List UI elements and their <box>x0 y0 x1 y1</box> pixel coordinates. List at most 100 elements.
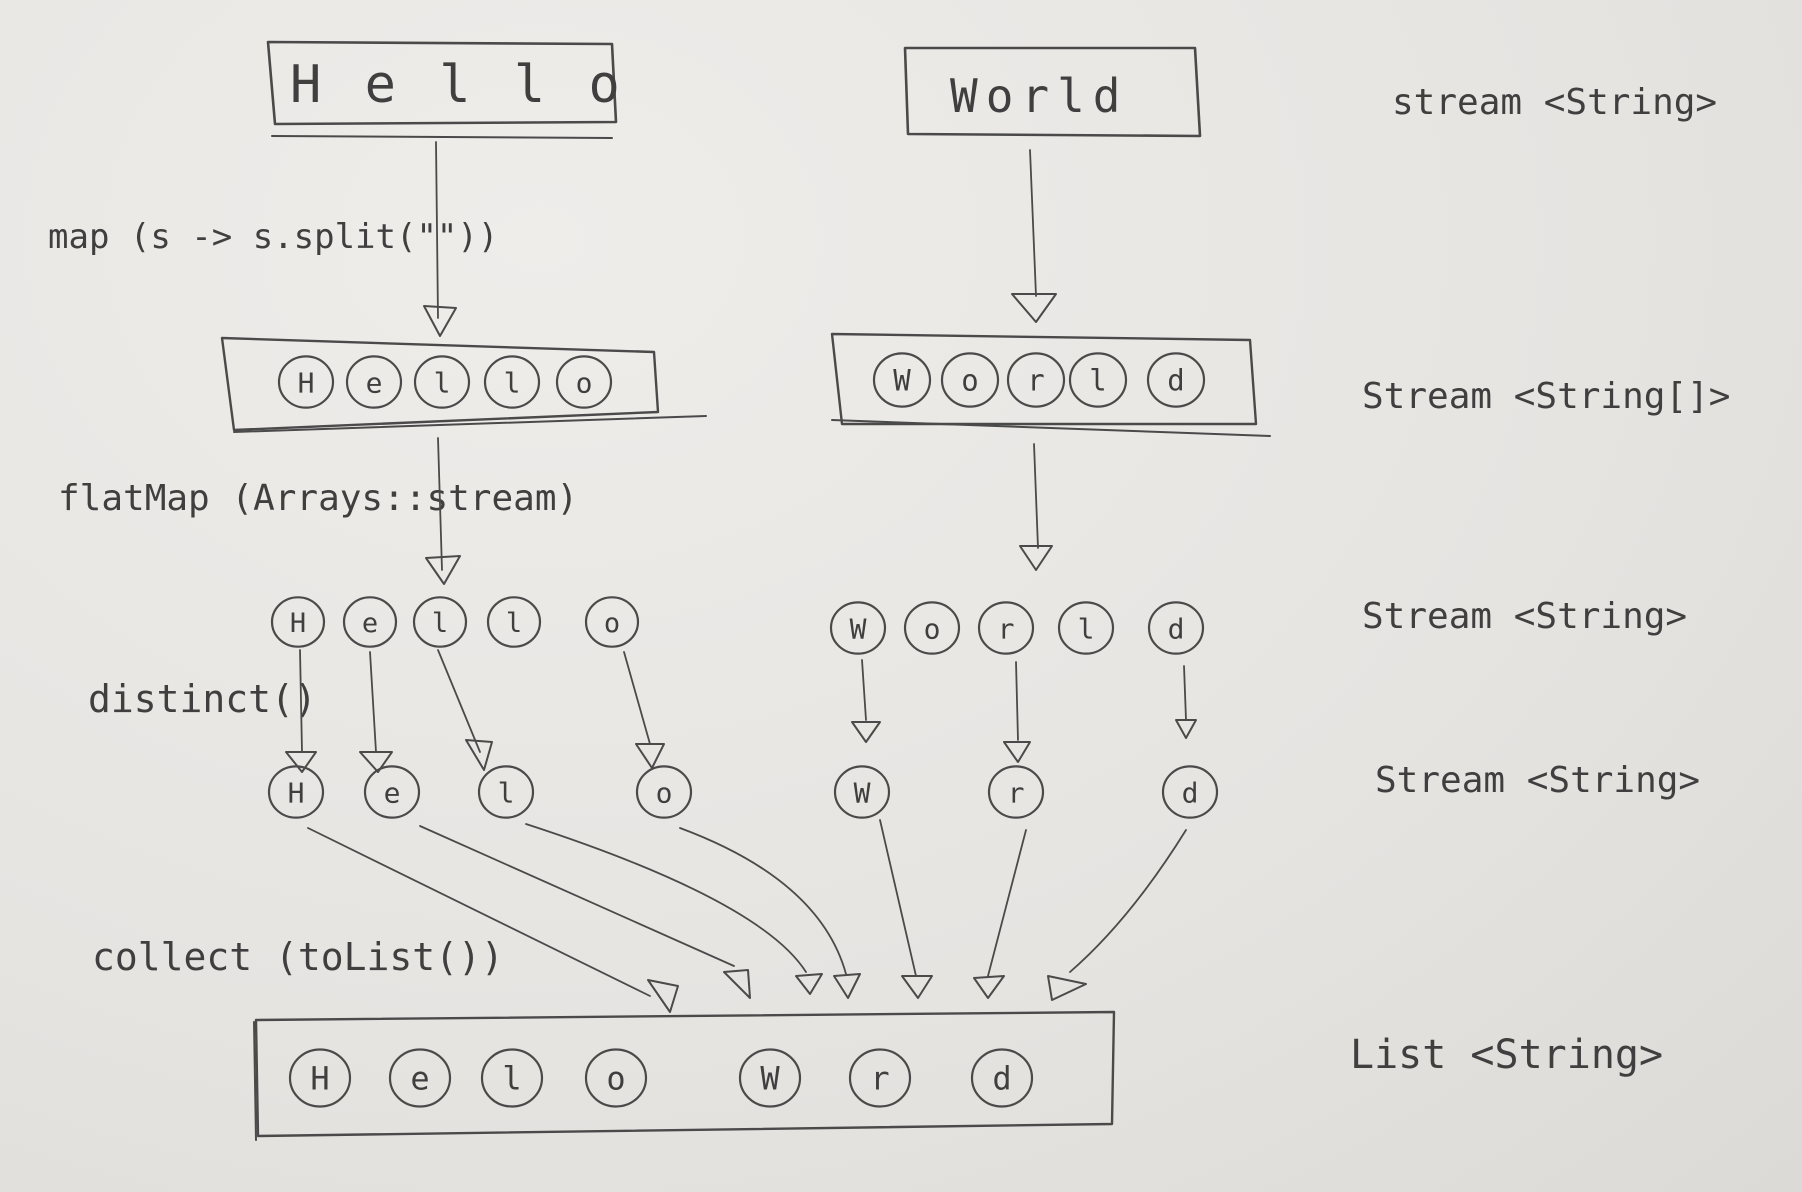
distinct-item: o <box>635 765 693 819</box>
result-letter: H <box>310 1059 329 1097</box>
result-letter: e <box>410 1059 429 1097</box>
result-circle <box>288 1048 352 1108</box>
collect-arrows <box>307 819 1187 1013</box>
distinct-letter: H <box>288 776 305 809</box>
world-flat-item: W <box>829 601 887 655</box>
hello-flat-circle <box>270 596 326 648</box>
hello-array-circle <box>413 355 471 409</box>
world-flat-circle <box>829 601 887 655</box>
hello-flat-circle <box>412 596 468 648</box>
result-item: e <box>388 1048 452 1108</box>
world-array-circle <box>1146 352 1206 408</box>
world-array-circle <box>872 352 932 408</box>
world-array-box <box>830 332 1258 426</box>
op-label-distinct: distinct() <box>88 677 317 721</box>
hello-word-box: H e l l o <box>266 40 626 139</box>
distinct-letter: e <box>384 776 401 809</box>
hello-array-item: l <box>483 355 541 409</box>
result-letter: l <box>502 1059 521 1097</box>
world-array-item: o <box>940 352 1000 408</box>
distinct-circle <box>267 765 325 819</box>
flatmap-arrowhead-world <box>1019 545 1053 571</box>
type-label-row1: stream <String> <box>1392 82 1717 123</box>
result-item: d <box>970 1048 1034 1108</box>
hello-flat-letter: H <box>290 608 306 639</box>
hello-array-letter: e <box>366 366 383 399</box>
hello-array-letter: o <box>576 366 593 399</box>
world-word-text: World <box>950 69 1128 123</box>
hello-array-circle <box>277 355 335 409</box>
hello-flat-item: l <box>486 596 542 648</box>
world-array-circle <box>940 352 1000 408</box>
hello-flat-circle <box>342 596 398 648</box>
distinct-circle <box>635 765 693 819</box>
hello-flat-item: l <box>412 596 468 648</box>
hello-array-item: H <box>277 355 335 409</box>
world-array-letter: o <box>961 364 978 398</box>
world-flat-circle <box>977 601 1035 655</box>
world-word-box: World <box>903 46 1202 138</box>
world-flat-item: o <box>903 601 961 655</box>
world-array-item: l <box>1068 352 1128 408</box>
map-arrow-hello <box>435 141 439 319</box>
hello-array-circle <box>483 355 541 409</box>
result-circle <box>738 1048 802 1108</box>
hello-array-letter: l <box>504 366 521 399</box>
distinct-circle <box>833 765 891 819</box>
world-flat-item: d <box>1147 601 1205 655</box>
hello-flat-circle <box>486 596 542 648</box>
result-circle <box>848 1048 912 1108</box>
result-letter: W <box>760 1059 780 1097</box>
hello-array-letter: l <box>434 366 451 399</box>
result-item: o <box>584 1048 648 1108</box>
result-item: H <box>288 1048 352 1108</box>
hello-array-item: o <box>555 355 613 409</box>
op-label-map: map (s -> s.split("")) <box>48 217 498 257</box>
result-circle <box>584 1048 648 1108</box>
world-array-circle <box>1006 352 1066 408</box>
world-flat-letter: l <box>1078 612 1095 645</box>
distinct-letter: l <box>498 776 515 809</box>
distinct-letter: o <box>656 776 673 809</box>
result-list-box <box>254 1010 1116 1138</box>
distinct-item: r <box>987 765 1045 819</box>
world-array-item: d <box>1146 352 1206 408</box>
result-item: r <box>848 1048 912 1108</box>
flatmap-arrow-hello <box>437 437 443 571</box>
hello-flat-letter: l <box>432 608 448 639</box>
world-array-item: W <box>872 352 932 408</box>
world-flat-letter: r <box>998 612 1015 645</box>
distinct-arrows <box>285 649 1197 773</box>
hello-flat-circle <box>584 596 640 648</box>
result-circle <box>388 1048 452 1108</box>
type-label-row5: List <String> <box>1350 1032 1663 1078</box>
result-letter: d <box>992 1059 1011 1097</box>
world-flat-letter: d <box>1168 612 1185 645</box>
distinct-circle <box>363 765 421 819</box>
world-flat-circle <box>1147 601 1205 655</box>
world-flat-circle <box>903 601 961 655</box>
world-flat-circle <box>1057 601 1115 655</box>
distinct-item: d <box>1161 765 1219 819</box>
map-arrow-world <box>1029 149 1037 297</box>
distinct-circle <box>1161 765 1219 819</box>
hello-flat-letter: l <box>506 608 522 639</box>
hello-array-circle <box>555 355 613 409</box>
distinct-item: l <box>477 765 535 819</box>
map-arrowhead-world <box>1011 293 1057 323</box>
type-label-row4: Stream <String> <box>1375 760 1700 801</box>
world-flat-letter: W <box>850 612 867 645</box>
op-label-collect: collect (toList()) <box>92 935 504 979</box>
distinct-circle <box>987 765 1045 819</box>
distinct-item: W <box>833 765 891 819</box>
hello-flat-letter: o <box>604 608 620 639</box>
op-label-flatmap: flatMap (Arrays::stream) <box>58 478 578 519</box>
hello-word-text: H e l l o <box>290 55 626 115</box>
